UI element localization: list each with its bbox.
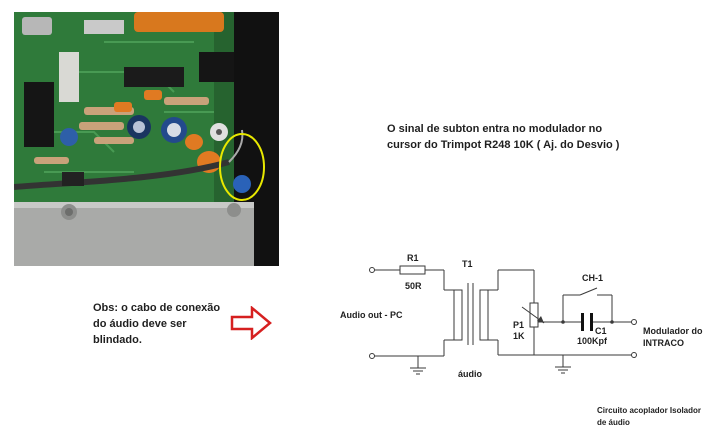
wiper-arrowhead (537, 316, 544, 323)
p1-name-label: P1 (513, 320, 525, 330)
cable-note-line1: Obs: o cabo de conexão (93, 302, 221, 314)
output-terminal-top (631, 319, 637, 325)
transformer-secondary (479, 289, 489, 341)
output-label-line2: INTRACO (643, 338, 684, 348)
capacitor-c1 (581, 313, 593, 331)
c1-name-label: C1 (595, 326, 607, 336)
input-terminal-top (369, 267, 375, 273)
caption-line1: Circuito acoplador Isolador (597, 406, 702, 415)
ch1-label: CH-1 (582, 273, 604, 283)
p1-value-label: 1K (513, 331, 525, 341)
input-terminal-bottom (369, 353, 375, 359)
audio-out-label: Audio out - PC (340, 310, 403, 320)
r1-name-label: R1 (407, 253, 419, 263)
resistor-r1 (399, 265, 426, 275)
cable-note: Obs: o cabo de conexão do áudio deve ser… (93, 300, 243, 348)
switch-ch1 (579, 287, 598, 296)
hollow-right-arrow-icon (230, 305, 272, 345)
transformer-primary (453, 289, 463, 341)
subtone-note-line1: O sinal de subton entra no modulador no (387, 123, 603, 135)
cable-note-line2: do áudio deve ser (93, 318, 187, 330)
output-terminal-bottom (631, 352, 637, 358)
r1-value-label: 50R (405, 281, 422, 291)
pcb-photo (14, 12, 279, 266)
output-label-line1: Modulador do (643, 326, 703, 336)
subtone-note-line2: cursor do Trimpot R248 10K ( Aj. do Desv… (387, 139, 620, 151)
potentiometer-p1 (529, 302, 539, 328)
cable-note-line3: blindado. (93, 334, 142, 346)
t1-name-label: T1 (462, 259, 473, 269)
transformer-audio-label: áudio (458, 369, 482, 379)
subtone-note: O sinal de subton entra no modulador no … (387, 121, 687, 153)
caption-line2: de áudio (597, 418, 630, 427)
c1-value-label: 100Kpf (577, 336, 608, 346)
